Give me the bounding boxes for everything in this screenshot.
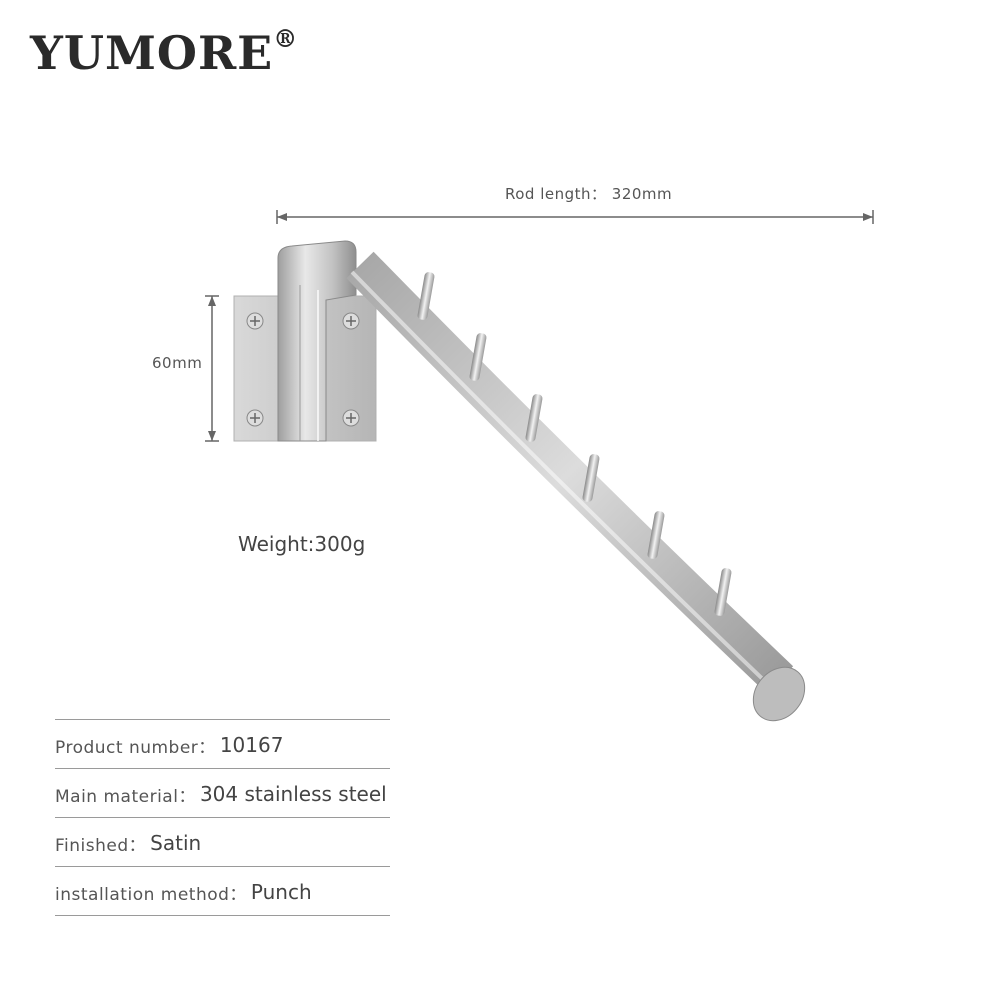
spec-value: Satin bbox=[150, 831, 202, 855]
spec-row-main-material: Main material： 304 stainless steel bbox=[55, 768, 390, 817]
spec-label: Finished： bbox=[55, 835, 147, 856]
curved-rod bbox=[346, 251, 794, 694]
screw-icon bbox=[342, 312, 360, 330]
spec-table: Product number： 10167 Main material： 304… bbox=[55, 719, 390, 916]
hook-peg bbox=[525, 394, 543, 442]
spec-value: 304 stainless steel bbox=[199, 782, 387, 806]
rod-length-label: Rod length： 320mm bbox=[505, 185, 673, 203]
spec-label: Product number： bbox=[55, 737, 216, 758]
screw-icon bbox=[342, 409, 360, 427]
brand-logo: YUMORE® bbox=[30, 23, 299, 80]
screw-icon bbox=[246, 409, 264, 427]
spec-row-product-number: Product number： 10167 bbox=[55, 719, 390, 768]
registered-mark: ® bbox=[273, 23, 299, 53]
spec-value: 10167 bbox=[219, 733, 284, 757]
hook-peg bbox=[714, 568, 732, 616]
spec-row-installation-method: installation method： Punch bbox=[55, 866, 390, 916]
rod-length-dimension-line bbox=[276, 210, 874, 224]
brand-name: YUMORE bbox=[30, 26, 274, 80]
hook-peg bbox=[647, 511, 665, 559]
hook-peg bbox=[582, 454, 600, 502]
height-dimension-line bbox=[205, 295, 219, 442]
weight-label: Weight:300g bbox=[238, 532, 366, 556]
spec-label: installation method： bbox=[55, 884, 247, 905]
spec-value: Punch bbox=[250, 880, 312, 904]
spec-row-finished: Finished： Satin bbox=[55, 817, 390, 866]
hook-peg bbox=[469, 333, 487, 381]
rod-end-cap bbox=[752, 666, 806, 722]
height-label: 60mm bbox=[152, 354, 203, 372]
spec-label: Main material： bbox=[55, 786, 196, 807]
hook-peg bbox=[417, 272, 435, 320]
screw-icon bbox=[246, 312, 264, 330]
